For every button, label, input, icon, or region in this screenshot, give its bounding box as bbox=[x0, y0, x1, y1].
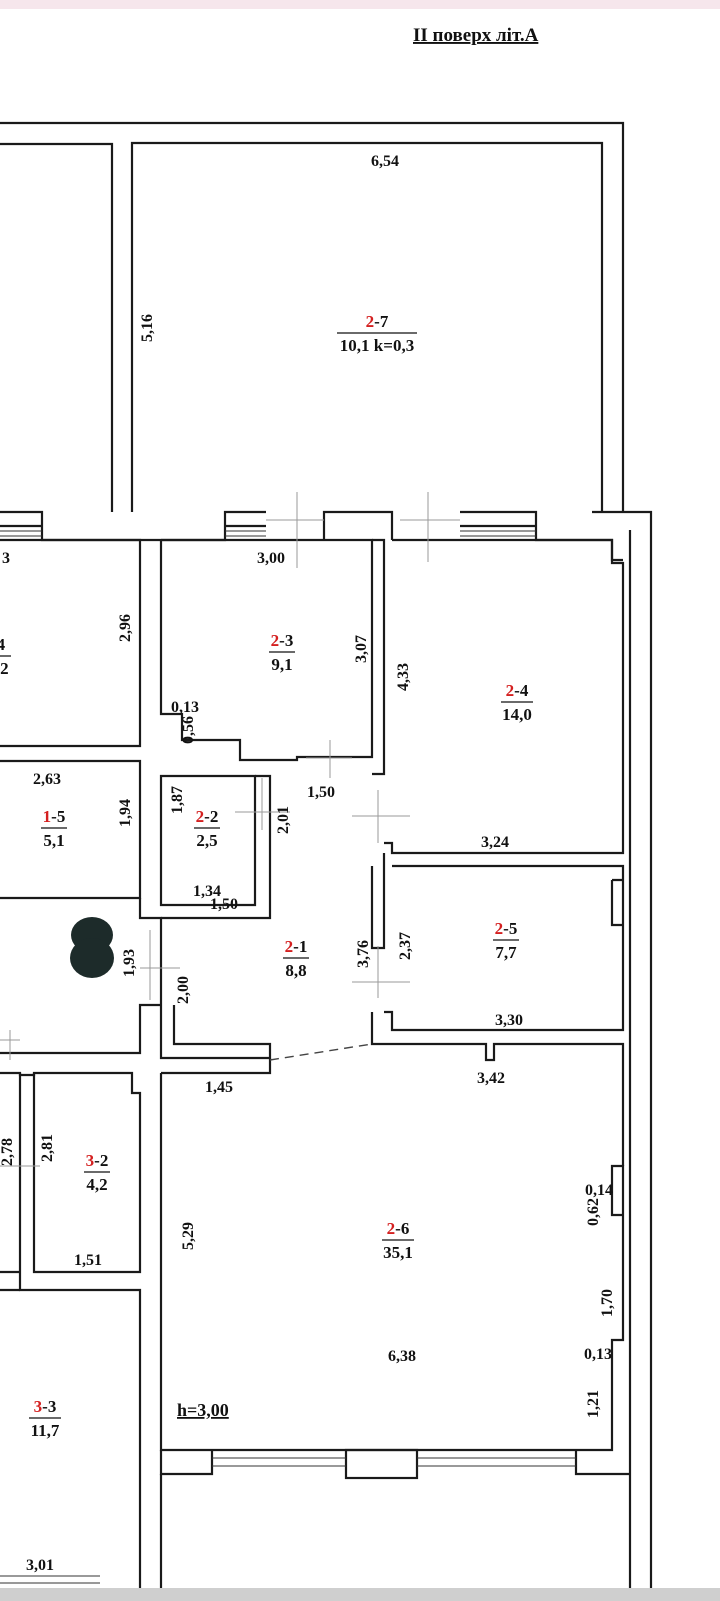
room-area: 4,2 bbox=[86, 1175, 107, 1194]
room-suffix: -5 bbox=[503, 919, 517, 938]
room-number: 2-4 bbox=[506, 681, 529, 700]
room-label: 2-1 8,8 bbox=[283, 937, 309, 980]
dimension-label: 1,45 bbox=[205, 1079, 233, 1096]
ceiling-height-note: h=3,00 bbox=[177, 1400, 229, 1420]
room-prefix: 3 bbox=[34, 1397, 43, 1416]
dimension-label: 3,42 bbox=[477, 1070, 505, 1087]
room-area: 9,1 bbox=[271, 655, 292, 674]
dimension-label: 2,01 bbox=[275, 806, 292, 834]
room-labels: 2-710,1 k=0,32-39,12-414,0-42,21-55,12-2… bbox=[0, 312, 533, 1440]
dimension-label: 3,07 bbox=[353, 635, 370, 663]
dimension-label: 1,50 bbox=[210, 896, 238, 913]
room-suffix: -4 bbox=[0, 635, 6, 654]
room-number: 3-2 bbox=[86, 1151, 109, 1170]
room-number: 2-1 bbox=[285, 937, 308, 956]
dimension-label: 5,29 bbox=[180, 1222, 197, 1250]
floor-title: II поверх літ.А bbox=[413, 25, 539, 46]
room-prefix: 3 bbox=[86, 1151, 95, 1170]
room-number: 2-7 bbox=[366, 312, 389, 331]
room-suffix: -2 bbox=[94, 1151, 108, 1170]
room-area: 8,8 bbox=[285, 961, 306, 980]
room-prefix: 2 bbox=[271, 631, 280, 650]
room-suffix: -7 bbox=[374, 312, 389, 331]
door-markers bbox=[0, 492, 460, 1167]
redaction-mark bbox=[70, 917, 114, 978]
room-label: 2-3 9,1 bbox=[269, 631, 295, 674]
dimension-label: 4,33 bbox=[395, 663, 412, 691]
dimension-label: 6,54 bbox=[371, 153, 399, 170]
room-label: 3-3 11,7 bbox=[29, 1397, 61, 1440]
room-number: 2-6 bbox=[387, 1219, 410, 1238]
room-suffix: -6 bbox=[395, 1219, 409, 1238]
room-suffix: -1 bbox=[293, 937, 307, 956]
dimension-label: 2,78 bbox=[0, 1138, 16, 1166]
dimension-label: 1,87 bbox=[169, 786, 186, 814]
room-prefix: 2 bbox=[387, 1219, 396, 1238]
room-area: 2,2 bbox=[0, 659, 9, 678]
room-suffix: -2 bbox=[204, 807, 218, 826]
dimension-label: 0,14 bbox=[585, 1182, 613, 1199]
room-label: 1-5 5,1 bbox=[41, 807, 67, 850]
dimension-label: 2,63 bbox=[33, 771, 61, 788]
dimension-label: 1,51 bbox=[74, 1252, 102, 1269]
dimension-label: 0,56 bbox=[180, 716, 197, 744]
room-label: 2-5 7,7 bbox=[493, 919, 519, 962]
dimension-label: 1,21 bbox=[585, 1390, 602, 1418]
dimension-label: 5,16 bbox=[139, 314, 156, 342]
top-band bbox=[0, 0, 720, 9]
room-area: 5,1 bbox=[43, 831, 64, 850]
room-prefix: 2 bbox=[196, 807, 205, 826]
room-area: 2,5 bbox=[196, 831, 217, 850]
room-area: 7,7 bbox=[495, 943, 517, 962]
dimension-label: 2,96 bbox=[117, 614, 134, 642]
room-number: 3-3 bbox=[34, 1397, 57, 1416]
room-area: 10,1 k=0,3 bbox=[340, 336, 414, 355]
dimension-label: 1,94 bbox=[117, 799, 134, 827]
room-number: 1-5 bbox=[43, 807, 66, 826]
dimension-label: 3,24 bbox=[481, 834, 509, 851]
room-prefix: 2 bbox=[366, 312, 375, 331]
dimension-label: 0,62 bbox=[585, 1198, 602, 1226]
room-number: 2-5 bbox=[495, 919, 518, 938]
dimension-labels: 6,545,163,0032,963,074,330,130,562,631,9… bbox=[0, 153, 616, 1574]
dimension-label: 0,13 bbox=[584, 1346, 612, 1363]
dimension-label: 2,81 bbox=[39, 1134, 56, 1162]
dimension-label: 0,13 bbox=[171, 699, 199, 716]
walls bbox=[0, 121, 653, 1592]
dimension-label: 2,37 bbox=[397, 932, 414, 960]
room-label: -42,2 bbox=[0, 635, 11, 678]
room-number: -4 bbox=[0, 635, 6, 654]
room-area: 11,7 bbox=[31, 1421, 60, 1440]
dimension-label: 3 bbox=[2, 550, 10, 567]
bottom-bar bbox=[0, 1588, 720, 1601]
room-area: 14,0 bbox=[502, 705, 532, 724]
room-label: 2-7 10,1 k=0,3 bbox=[337, 312, 417, 355]
room-area: 35,1 bbox=[383, 1243, 413, 1262]
dimension-label: 1,34 bbox=[193, 883, 221, 900]
dimension-label: 1,50 bbox=[307, 784, 335, 801]
room-label: 2-2 2,5 bbox=[194, 807, 220, 850]
dimension-label: 6,38 bbox=[388, 1348, 416, 1365]
dimension-label: 1,93 bbox=[121, 949, 138, 977]
room-prefix: 2 bbox=[495, 919, 504, 938]
room-suffix: -4 bbox=[514, 681, 529, 700]
room-label: 3-2 4,2 bbox=[84, 1151, 110, 1194]
dimension-label: 1,70 bbox=[599, 1289, 616, 1317]
dimension-label: 3,76 bbox=[355, 940, 372, 968]
dimension-label: 3,30 bbox=[495, 1012, 523, 1029]
room-label: 2-4 14,0 bbox=[501, 681, 533, 724]
dimension-label: 2,00 bbox=[175, 976, 192, 1004]
dimension-label: 3,00 bbox=[257, 550, 285, 567]
room-prefix: 1 bbox=[43, 807, 52, 826]
room-suffix: -3 bbox=[279, 631, 293, 650]
room-number: 2-2 bbox=[196, 807, 219, 826]
room-number: 2-3 bbox=[271, 631, 294, 650]
room-suffix: -3 bbox=[42, 1397, 56, 1416]
room-prefix: 2 bbox=[506, 681, 515, 700]
dimension-label: 3,01 bbox=[26, 1557, 54, 1574]
room-prefix: 2 bbox=[285, 937, 294, 956]
room-suffix: -5 bbox=[51, 807, 65, 826]
room-label: 2-6 35,1 bbox=[382, 1219, 414, 1262]
